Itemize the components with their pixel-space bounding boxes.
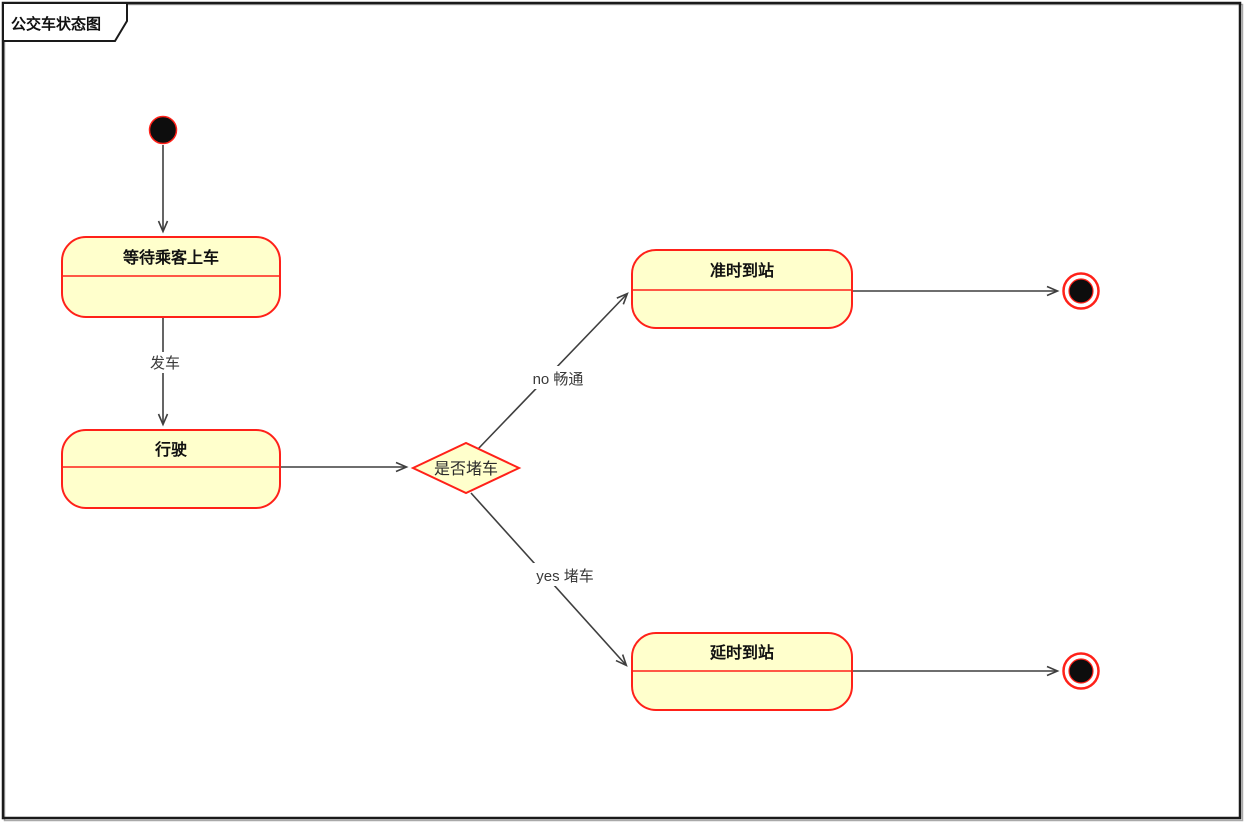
decision-node[interactable]: 是否堵车 [410, 441, 522, 495]
state-ontime-label: 准时到站 [710, 261, 774, 280]
frame-title-text: 公交车状态图 [11, 15, 101, 33]
edge-decision-yes-label: yes 堵车 [536, 568, 594, 585]
final-bottom-inner-circle [1068, 658, 1094, 684]
frame-title-shape [2, 2, 128, 42]
edge-depart-label: 发车 [150, 355, 180, 372]
diagram-frame [1, 1, 1242, 820]
final-state-node-bottom[interactable] [1062, 652, 1100, 690]
state-wait-label: 等待乘客上车 [122, 248, 219, 267]
edge-decision-yes-label-bg [523, 563, 607, 586]
final-top-inner-circle [1068, 278, 1094, 304]
decision-label: 是否堵车 [434, 460, 498, 478]
edge-decision-no-label-bg [518, 366, 598, 389]
edge-decision-no-label: no 畅通 [533, 371, 584, 388]
edge-wait-to-drive[interactable]: 发车 [143, 318, 187, 427]
state-ontime-shape[interactable] [631, 249, 853, 329]
initial-state-node[interactable] [148, 115, 178, 145]
edge-decision-no[interactable]: no 畅通 [477, 292, 629, 450]
state-node-ontime[interactable]: 准时到站 [631, 249, 853, 329]
state-delayed-label: 延时到站 [709, 643, 774, 662]
state-node-drive[interactable]: 行驶 [61, 429, 281, 509]
frame-shadow [3, 3, 1244, 822]
edge-decision-yes[interactable]: yes 堵车 [470, 492, 628, 667]
state-node-wait[interactable]: 等待乘客上车 [61, 236, 281, 318]
initial-state-circle[interactable] [148, 115, 178, 145]
decision-shape[interactable] [410, 441, 522, 495]
edge-depart-label-bg [143, 352, 187, 373]
state-wait-shape[interactable] [61, 236, 281, 318]
state-drive-label: 行驶 [154, 440, 187, 459]
frame-title-tab: 公交车状态图 [2, 2, 128, 42]
final-state-node-top[interactable] [1062, 272, 1100, 310]
state-node-delayed[interactable]: 延时到站 [631, 632, 853, 711]
state-drive-shape[interactable] [61, 429, 281, 509]
